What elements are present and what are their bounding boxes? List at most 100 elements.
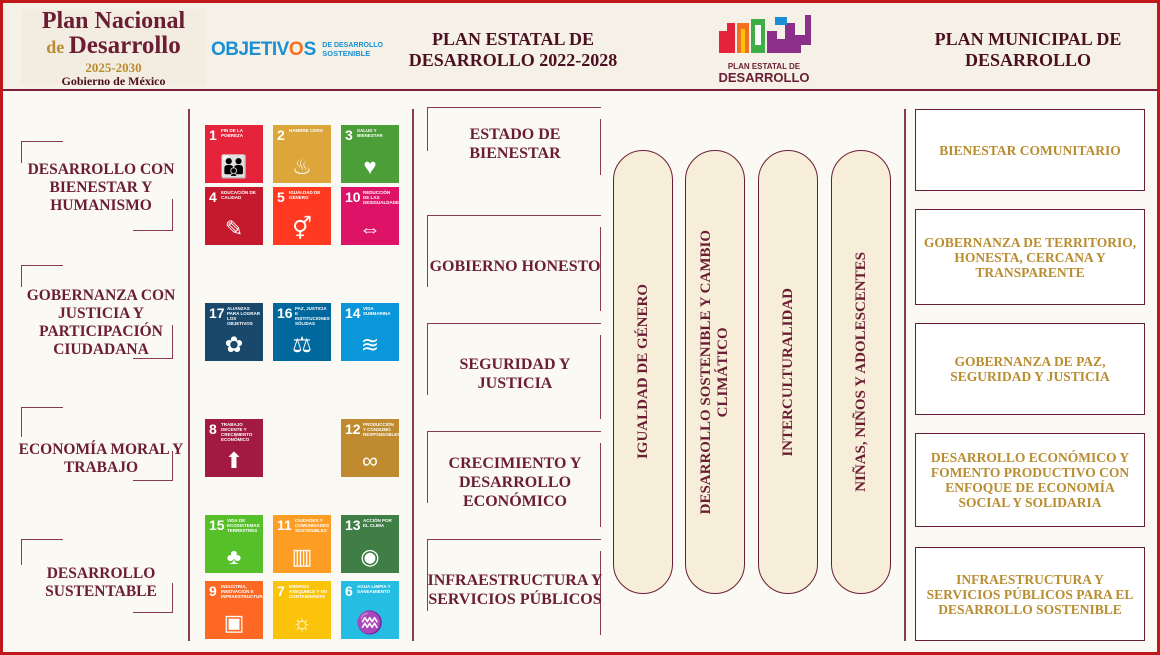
sdg-label: PRODUCCIÓN Y CONSUMO RESPONSABLES bbox=[363, 422, 399, 437]
pnd-years: 2025-2030 bbox=[85, 60, 142, 75]
municipal-axis-3: GOBERNANZA DE PAZ, SEGURIDAD Y JUSTICIA bbox=[915, 323, 1145, 415]
bracket-corner bbox=[427, 431, 601, 503]
state-axis-3: SEGURIDAD Y JUSTICIA bbox=[459, 356, 571, 392]
sdg-number: 5 bbox=[277, 189, 285, 205]
city-icon: ▥ bbox=[291, 544, 313, 569]
sdg-number: 1 bbox=[209, 127, 217, 143]
municipal-axis-1: BIENESTAR COMUNITARIO bbox=[915, 109, 1145, 191]
pnd-line1: Plan Nacional bbox=[41, 8, 186, 34]
sdg-label: EDUCACIÓN DE CALIDAD bbox=[221, 190, 256, 200]
ods-word: OBJETIV bbox=[211, 39, 289, 60]
bowl-icon: ♨ bbox=[292, 154, 312, 179]
bracket-corner bbox=[583, 119, 601, 175]
pmd-title-line2: DESARROLLO bbox=[964, 50, 1092, 70]
heartbeat-icon: ♥ bbox=[363, 154, 377, 179]
pmd-title-line1: PLAN MUNICIPAL DE bbox=[934, 29, 1122, 49]
pnd-logo: Plan Nacional de Desarrollo 2025-2030 Go… bbox=[21, 8, 206, 88]
bracket-corner bbox=[133, 583, 173, 613]
state-axis-4: CRECIMIENTO Y DESARROLLO ECONÓMICO bbox=[448, 454, 582, 510]
ods-wheel-o: O bbox=[288, 39, 304, 60]
transversal-axis-4: NIÑAS, NIÑOS Y ADOLESCENTES bbox=[831, 150, 891, 594]
ods-subtitle: DE DESARROLLO SOSTENIBLE bbox=[322, 42, 383, 58]
water-icon: ♒ bbox=[356, 610, 384, 635]
bracket-corner bbox=[583, 227, 601, 311]
sdg-label: VIDA DE ECOSISTEMAS TERRESTRES bbox=[227, 518, 260, 533]
sdg-label: VIDA SUBMARINA bbox=[363, 306, 391, 316]
sdg-label: REDUCCIÓN DE LAS DESIGUALDADES bbox=[363, 190, 399, 205]
bracket-corner bbox=[583, 443, 601, 527]
sdg-number: 2 bbox=[277, 127, 285, 143]
sdg-number: 17 bbox=[209, 305, 225, 321]
book-icon: ✎ bbox=[224, 216, 244, 241]
separator-line bbox=[904, 109, 906, 641]
pnd-gov: Gobierno de México bbox=[61, 74, 166, 88]
bracket-corner bbox=[21, 539, 63, 565]
state-axis-2: GOBIERNO HONESTO bbox=[429, 257, 601, 275]
transversal-axis-label: INTERCULTURALIDAD bbox=[779, 287, 796, 457]
transversal-axis-label: DESARROLLO SOSTENIBLE Y CAMBIO CLIMÁTICO bbox=[698, 229, 731, 515]
sdg-number: 11 bbox=[277, 517, 292, 533]
sdg-label: SALUD Y BIENESTAR bbox=[357, 128, 383, 138]
sdg-number: 9 bbox=[209, 583, 217, 599]
flower-icon: ✿ bbox=[224, 332, 244, 357]
pnd-line2-word: Desarrollo bbox=[68, 32, 181, 59]
bracket-corner bbox=[21, 265, 63, 287]
ped-title-line2: DESARROLLO 2022-2028 bbox=[408, 50, 618, 70]
eye-globe-icon: ◉ bbox=[360, 544, 380, 569]
sdg-number: 16 bbox=[277, 305, 293, 321]
fish-icon: ≋ bbox=[360, 332, 380, 357]
sdg-number: 10 bbox=[345, 189, 361, 205]
ped-logo-text1: PLAN ESTATAL DE bbox=[727, 62, 801, 71]
ods-s: S bbox=[303, 39, 317, 60]
ped-logo-icon bbox=[719, 15, 811, 53]
sdg-number: 6 bbox=[345, 583, 353, 599]
bracket-corner bbox=[427, 323, 601, 395]
sdg-label: INDUSTRIA, INNOVACIÓN E INFRAESTRUCTURA bbox=[221, 584, 263, 599]
transversal-axis-label: NIÑAS, NIÑOS Y ADOLESCENTES bbox=[852, 252, 869, 492]
dove-icon: ⚖ bbox=[292, 332, 312, 357]
header-bar: Plan Nacional de Desarrollo 2025-2030 Go… bbox=[3, 3, 1157, 91]
sdg-label: ENERGÍA ASEQUIBLE Y NO CONTAMINANTE bbox=[289, 584, 328, 599]
bracket-corner bbox=[583, 551, 601, 635]
sdg-label: TRABAJO DECENTE Y CRECIMIENTO ECONÓMICO bbox=[221, 422, 253, 442]
sdg-number: 8 bbox=[209, 421, 217, 437]
bracket-corner bbox=[21, 141, 63, 163]
municipal-axis-4: DESARROLLO ECONÓMICO Y FOMENTO PRODUCTIV… bbox=[915, 433, 1145, 527]
tree-icon: ♣ bbox=[226, 544, 242, 569]
national-axis-1: DESARROLLO CON BIENESTAR Y HUMANISMO bbox=[27, 161, 175, 214]
sdg-label: FIN DE LA POBREZA bbox=[221, 128, 244, 138]
sdg-number: 15 bbox=[209, 517, 225, 533]
pnd-line2: de Desarrollo bbox=[21, 33, 206, 62]
ods-subtitle-1: DE DESARROLLO bbox=[322, 42, 383, 49]
ods-subtitle-2: SOSTENIBLE bbox=[322, 49, 371, 58]
municipal-axis-2: GOBERNANZA DE TERRITORIO, HONESTA, CERCA… bbox=[915, 209, 1145, 305]
separator-line bbox=[412, 109, 414, 641]
bracket-corner bbox=[133, 451, 173, 481]
national-axis-4: DESARROLLO SUSTENTABLE bbox=[45, 565, 157, 600]
sdg-label: ALIANZAS PARA LOGRAR LOS OBJETIVOS bbox=[227, 306, 260, 326]
bracket-corner bbox=[133, 199, 173, 231]
sdg-number: 12 bbox=[345, 421, 361, 437]
sdg-number: 4 bbox=[209, 189, 217, 205]
gender-icon: ⚥ bbox=[292, 216, 312, 241]
transversal-axis-2: DESARROLLO SOSTENIBLE Y CAMBIO CLIMÁTICO bbox=[685, 150, 745, 594]
bracket-corner bbox=[427, 107, 601, 151]
sdg-label: PAZ, JUSTICIA E INSTITUCIONES SÓLIDAS bbox=[295, 306, 330, 326]
transversal-axis-1: IGUALDAD DE GÉNERO bbox=[613, 150, 673, 594]
sdg-number: 14 bbox=[345, 305, 361, 321]
ped-logo: PLAN ESTATAL DE DESARROLLO bbox=[711, 9, 817, 87]
pnd-line2-prefix: de bbox=[46, 37, 69, 57]
sun-icon: ☼ bbox=[291, 610, 313, 635]
sdg-number: 13 bbox=[345, 517, 361, 533]
